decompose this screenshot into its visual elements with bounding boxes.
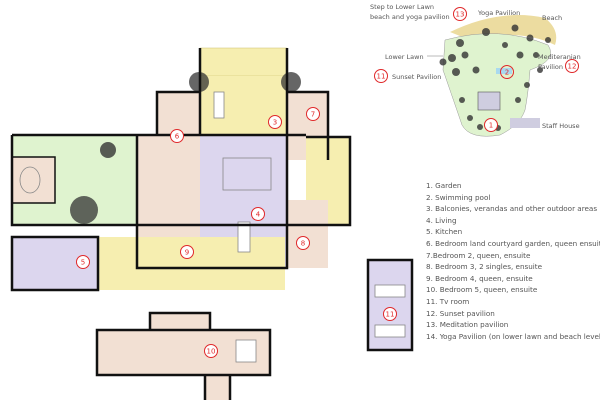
legend-item: 8. Bedroom 3, 2 singles, ensuite bbox=[426, 262, 543, 272]
room-markers: 3 4 5 6 7 8 9 10 11 bbox=[76, 107, 397, 358]
legend-item: 2. Swimming pool bbox=[426, 192, 491, 202]
room-legend: 1. Garden 2. Swimming pool 3. Balconies,… bbox=[426, 180, 600, 342]
legend-item: 14. Yoga Pavilion (on lower lawn and bea… bbox=[426, 331, 600, 341]
label-step-2: beach and yoga pavilion bbox=[370, 13, 450, 21]
marker-5: 5 bbox=[81, 259, 85, 267]
marker-8: 8 bbox=[301, 240, 305, 248]
pool-inset bbox=[11, 156, 56, 204]
palm-tree-icon bbox=[70, 196, 98, 224]
legend-item: 4. Living bbox=[426, 215, 457, 225]
label-sunset-pavilion: Sunset Pavilion bbox=[392, 73, 441, 81]
label-yoga-pavilion: Yoga Pavilion bbox=[477, 9, 520, 17]
sofa bbox=[374, 284, 406, 298]
pool bbox=[496, 68, 512, 74]
site-grounds bbox=[442, 33, 551, 137]
palm-tree-icon bbox=[281, 72, 301, 92]
site-marker-12: 12 bbox=[568, 63, 577, 71]
marker-11: 11 bbox=[386, 311, 395, 319]
marker-9: 9 bbox=[185, 249, 189, 257]
marker-3: 3 bbox=[273, 119, 277, 127]
label-mediterranean: Mediteranian bbox=[538, 53, 581, 61]
bedroom-6-lower bbox=[137, 135, 200, 225]
marker-4: 4 bbox=[256, 211, 261, 219]
bedroom-10-block bbox=[95, 311, 272, 400]
marker-10: 10 bbox=[207, 348, 216, 356]
bed bbox=[235, 339, 257, 363]
bath-8 bbox=[287, 200, 328, 225]
marker-7: 7 bbox=[311, 111, 315, 119]
marker-6: 6 bbox=[175, 133, 180, 141]
legend-item: 9. Bedroom 4, queen, ensuite bbox=[426, 273, 533, 283]
label-step: Step to Lower Lawn bbox=[370, 3, 434, 11]
legend-item: 13. Meditation pavilion bbox=[426, 320, 509, 330]
legend-item: 1. Garden bbox=[426, 181, 462, 190]
terrace bbox=[98, 237, 285, 290]
label-beach: Beach bbox=[542, 14, 562, 22]
trees bbox=[439, 24, 551, 131]
legend-item: 5. Kitchen bbox=[426, 227, 463, 237]
legend-item: 7.Bedroom 2, queen, ensuite bbox=[426, 250, 531, 260]
tv-room-block bbox=[366, 258, 414, 352]
dining-table bbox=[237, 221, 251, 253]
sofa bbox=[374, 324, 406, 338]
site-marker-13: 13 bbox=[456, 11, 465, 19]
legend-item: 6. Bedroom land courtyard garden, queen … bbox=[426, 238, 600, 248]
label-staff-house: Staff House bbox=[542, 122, 580, 130]
main-house-plan bbox=[10, 47, 352, 292]
deck-table bbox=[213, 91, 225, 119]
site-marker-11: 11 bbox=[377, 73, 386, 81]
site-marker-2: 2 bbox=[505, 69, 509, 77]
deck-stairs bbox=[199, 47, 288, 77]
sofa bbox=[222, 157, 272, 191]
legend-item: 12. Sunset pavilion bbox=[426, 308, 495, 318]
legend-item: 10. Bedroom 5, queen, ensuite bbox=[426, 285, 538, 295]
bedroom-6 bbox=[157, 92, 200, 135]
bath-tub bbox=[19, 166, 41, 194]
site-marker-1: 1 bbox=[489, 122, 493, 130]
legend-item: 3. Balconies, verandas and other outdoor… bbox=[426, 204, 598, 214]
site-plan: Step to Lower Lawn beach and yoga pavili… bbox=[370, 3, 581, 137]
label-lower-lawn: Lower Lawn bbox=[385, 53, 424, 61]
legend-item: 11. Tv room bbox=[426, 296, 470, 306]
main-house bbox=[477, 91, 501, 111]
tree-icon bbox=[100, 142, 116, 158]
label-mediterranean-2: Pavilion bbox=[538, 63, 563, 71]
staff-house bbox=[510, 118, 540, 128]
